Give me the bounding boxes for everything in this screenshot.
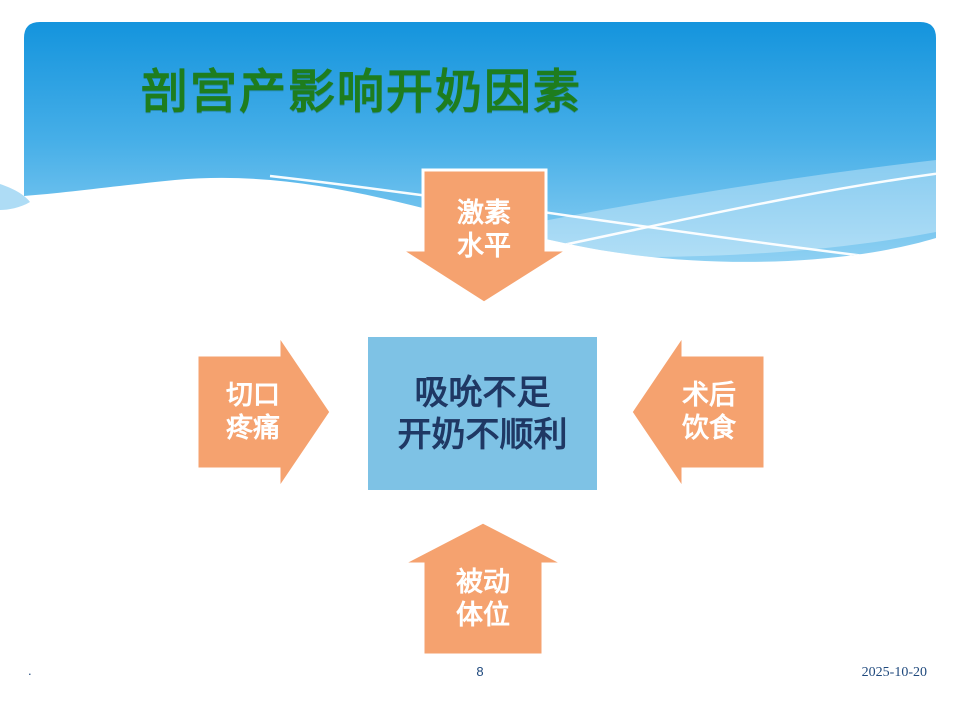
page-number: 8: [476, 664, 484, 679]
footer-left-mark: .: [28, 663, 32, 678]
arrow-left-label-line1: 切口: [226, 380, 280, 410]
arrow-hormone-level: 激素 水平: [396, 166, 571, 306]
arrow-passive-position: 被动 体位: [398, 518, 568, 658]
thin-curve-ascending: [329, 168, 936, 262]
right-arrow-icon: [195, 331, 333, 494]
arrow-top-label-line2: 水平: [457, 231, 511, 261]
arrow-bottom-label-line2: 体位: [456, 600, 510, 630]
center-box-line2: 开奶不顺利: [397, 415, 568, 454]
arrow-right-label-line2: 饮食: [682, 413, 736, 443]
footer-date: 2025-10-20: [861, 665, 927, 680]
slide-title: 剖宫产影响开奶因素: [141, 65, 582, 118]
arrow-top-label-line1: 激素: [457, 198, 511, 228]
center-box: 吸吮不足 开奶不顺利: [368, 337, 597, 490]
up-arrow-icon: [401, 520, 565, 657]
center-box-line1: 吸吮不足: [414, 373, 551, 412]
light-band: [420, 160, 936, 258]
arrow-left-label-line2: 疼痛: [226, 413, 280, 443]
arrow-right-label-line1: 术后: [682, 380, 736, 410]
thin-curve-descending: [269, 174, 936, 262]
arrow-postop-diet: 术后 饮食: [627, 331, 769, 494]
pale-wave-wedge: [0, 184, 30, 210]
arrow-incision-pain: 切口 疼痛: [193, 331, 335, 494]
arrow-bottom-label-line1: 被动: [456, 567, 510, 597]
sky-panel: [24, 22, 936, 262]
left-arrow-icon: [629, 331, 767, 494]
down-arrow-icon: [396, 168, 571, 305]
